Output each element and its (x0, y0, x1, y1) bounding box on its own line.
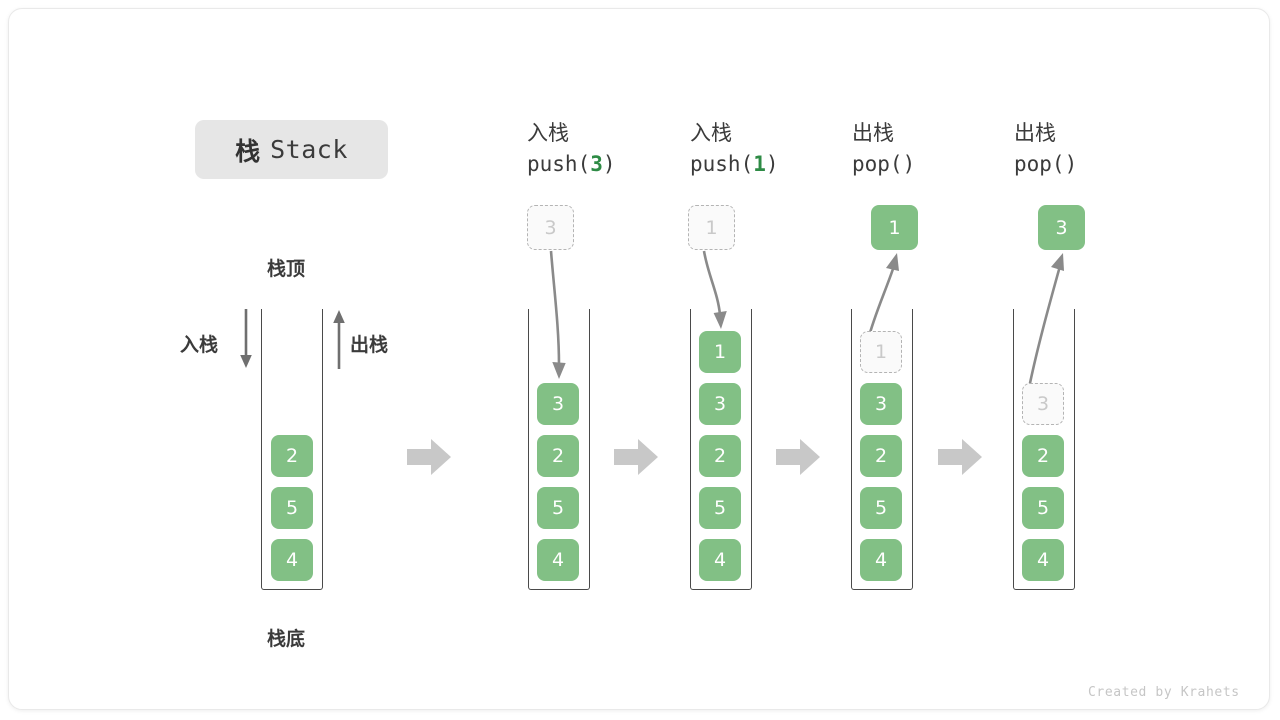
stack-cell-ghost: 3 (1022, 383, 1064, 425)
column-head-cjk-push-3: 入栈 (527, 122, 569, 145)
floating-cell-ghost: 1 (688, 205, 735, 250)
stack-cell: 3 (537, 383, 579, 425)
stack-cell: 5 (860, 487, 902, 529)
column-head-code-pop-1: pop() (852, 152, 915, 176)
stack-cell: 2 (271, 435, 313, 477)
stack-cell: 3 (860, 383, 902, 425)
code-prefix: push( (690, 152, 754, 176)
title-en: Stack (270, 135, 348, 164)
column-head-code-push-1: push(1) (690, 152, 779, 176)
stack-cell-ghost: 1 (860, 331, 902, 373)
flow-arrow-icon (407, 439, 451, 475)
diagram-card: 栈 Stack 栈顶 栈底 入栈 出栈 2 5 4 入栈 push(3) 3 3… (8, 8, 1270, 710)
column-head-code-pop-3: pop() (1014, 152, 1077, 176)
floating-cell-popped: 3 (1038, 205, 1085, 250)
stack-container-push-3 (528, 309, 590, 590)
code-arg: 3 (590, 152, 603, 176)
stack-cell: 2 (699, 435, 741, 477)
stack-top-label: 栈顶 (267, 259, 306, 280)
diagram-title-chip: 栈 Stack (195, 120, 388, 179)
footer-credit: Created by Krahets (1088, 685, 1240, 700)
code-arg: 1 (753, 152, 766, 176)
stack-cell: 1 (699, 331, 741, 373)
push-motion-arrow-icon (702, 250, 727, 329)
code-suffix: ) (765, 152, 779, 176)
stack-cell: 2 (1022, 435, 1064, 477)
stack-cell: 2 (537, 435, 579, 477)
stack-bottom-label: 栈底 (267, 629, 306, 650)
code-prefix: push( (527, 152, 591, 176)
pop-direction-label: 出栈 (350, 335, 389, 356)
column-head-cjk-pop-1: 出栈 (852, 122, 894, 145)
stack-container-pop-3 (1013, 309, 1075, 590)
column-head-cjk-push-1: 入栈 (690, 122, 732, 145)
stack-cell: 4 (537, 539, 579, 581)
flow-arrow-icon (614, 439, 658, 475)
push-direction-arrow-icon (240, 309, 252, 368)
title-cjk: 栈 (235, 137, 261, 166)
column-head-code-push-3: push(3) (527, 152, 616, 176)
stack-cell: 5 (537, 487, 579, 529)
stack-cell: 2 (860, 435, 902, 477)
push-direction-label: 入栈 (180, 335, 219, 356)
push-motion-arrow-icon (549, 250, 566, 379)
stack-cell: 5 (271, 487, 313, 529)
stack-cell: 3 (699, 383, 741, 425)
stack-cell: 4 (1022, 539, 1064, 581)
code-suffix: ) (602, 152, 616, 176)
stack-cell: 5 (699, 487, 741, 529)
stack-container-initial (261, 309, 323, 590)
stack-cell: 4 (860, 539, 902, 581)
column-head-cjk-pop-3: 出栈 (1014, 122, 1056, 145)
flow-arrow-icon (776, 439, 820, 475)
stack-cell: 5 (1022, 487, 1064, 529)
stack-container-push-1 (690, 309, 752, 590)
pop-motion-arrow-icon (1026, 253, 1064, 394)
code-prefix: pop( (1014, 152, 1065, 176)
stack-cell: 4 (271, 539, 313, 581)
code-suffix: ) (1064, 152, 1078, 176)
pop-direction-arrow-icon (333, 310, 345, 369)
floating-cell-popped: 1 (871, 205, 918, 250)
flow-arrow-icon (938, 439, 982, 475)
code-prefix: pop( (852, 152, 903, 176)
stack-container-pop-1 (851, 309, 913, 590)
floating-cell-ghost: 3 (527, 205, 574, 250)
code-suffix: ) (902, 152, 916, 176)
stack-cell: 4 (699, 539, 741, 581)
